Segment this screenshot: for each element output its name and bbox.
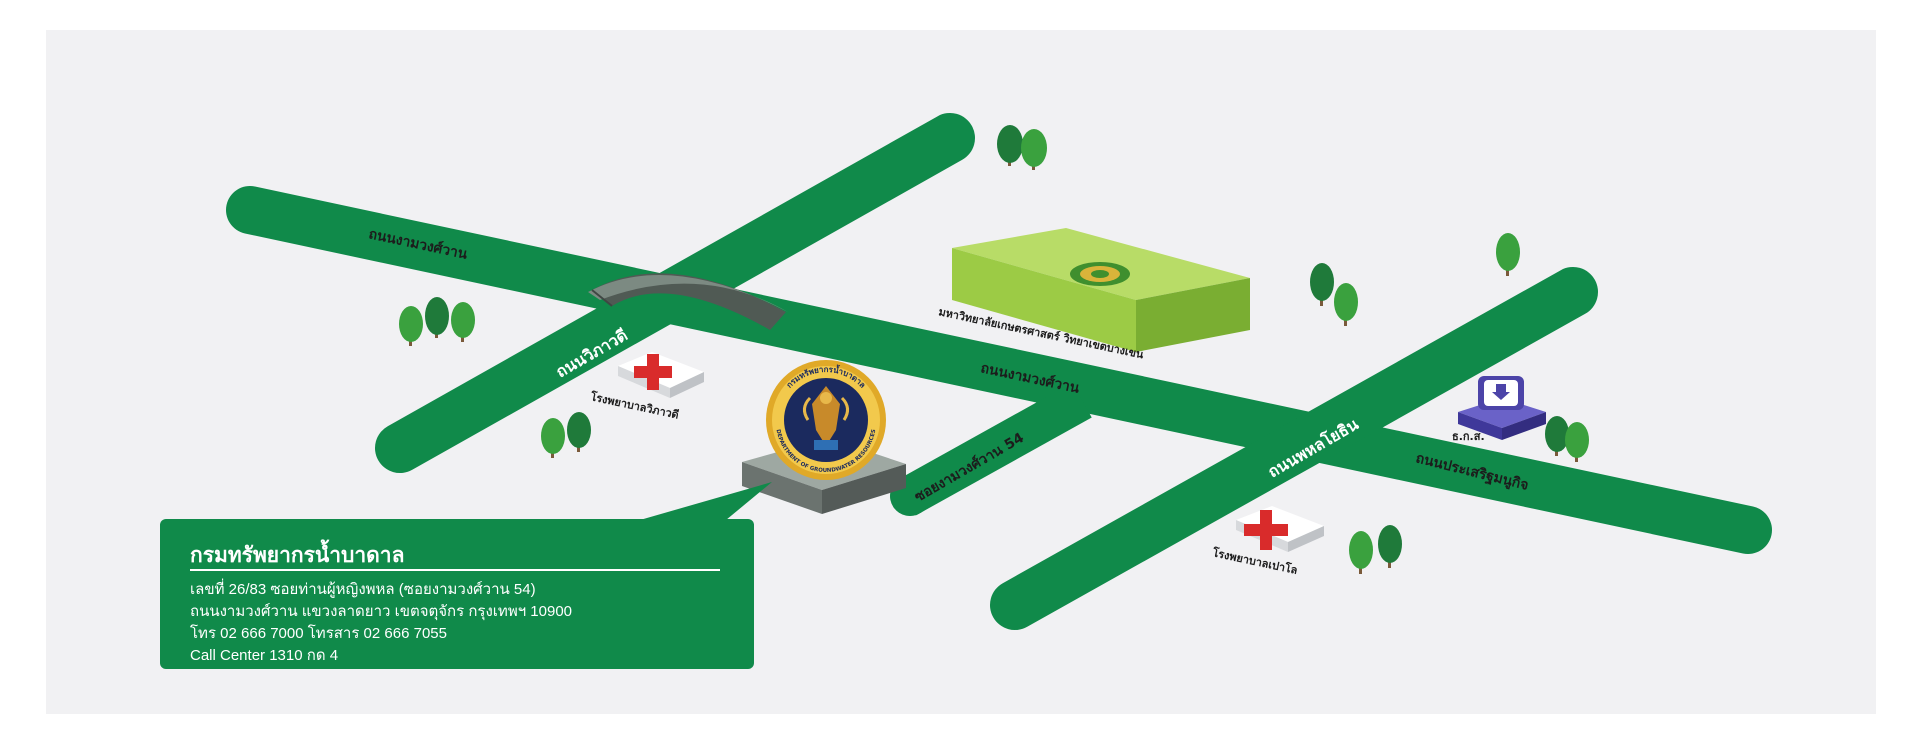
vibhavadi-hospital-building: [618, 352, 704, 398]
hospital-cross-icon: [634, 354, 672, 390]
tree-icon: [1349, 531, 1373, 574]
tree-icon: [997, 125, 1023, 166]
tree-icon: [1334, 283, 1358, 326]
tree-icon: [399, 306, 423, 346]
callout-pointer: [640, 482, 772, 520]
tree-icon: [1496, 233, 1520, 276]
tree-icon: [451, 302, 475, 342]
tree-icon: [567, 412, 591, 452]
tree-icon: [1021, 129, 1047, 170]
tree-icon: [1310, 263, 1334, 306]
info-line-call-center: Call Center 1310 กด 4: [190, 647, 339, 664]
road-ngam-wong-wan: [226, 186, 1772, 554]
baac-building: [1458, 376, 1546, 440]
info-line-phone: โทร 02 666 7000 โทรสาร 02 666 7055: [190, 625, 447, 642]
tree-icon: [425, 297, 449, 338]
info-divider: [190, 569, 720, 571]
label-baac: ธ.ก.ส.: [1452, 430, 1485, 443]
info-address-lines: เลขที่ 26/83 ซอยท่านผู้หญิงพหล (ซอยงามวง…: [190, 579, 572, 667]
paolo-hospital-building: [1236, 506, 1324, 552]
tree-icon: [1565, 422, 1589, 462]
road-soi-54: [896, 382, 1092, 516]
tree-icon: [541, 418, 565, 458]
tree-icon: [1545, 416, 1569, 456]
info-line-district: ถนนงามวงศ์วาน แขวงลาดยาว เขตจตุจักร กรุง…: [190, 603, 573, 620]
groundwater-department-seal: กรมทรัพยากรน้ำบาดาล DEPARTMENT OF GROUND…: [766, 360, 886, 480]
kasetsart-university-building: [952, 228, 1250, 352]
address-info-box: กรมทรัพยากรน้ำบาดาล เลขที่ 26/83 ซอยท่าน…: [160, 519, 754, 669]
info-line-address: เลขที่ 26/83 ซอยท่านผู้หญิงพหล (ซอยงามวง…: [190, 581, 536, 598]
info-title: กรมทรัพยากรน้ำบาดาล: [190, 543, 405, 567]
tree-icon: [1378, 525, 1402, 568]
overpass-bridge: [588, 273, 788, 330]
road-phahon-yothin: [990, 267, 1598, 630]
hospital-cross-icon: [1244, 510, 1288, 550]
road-soi-54-end: [890, 474, 933, 516]
baac-logo-icon: [1492, 384, 1510, 400]
naga-emblem-icon: [803, 386, 849, 450]
trees: [399, 125, 1589, 574]
kasetsart-logo-icon: [1070, 262, 1130, 286]
